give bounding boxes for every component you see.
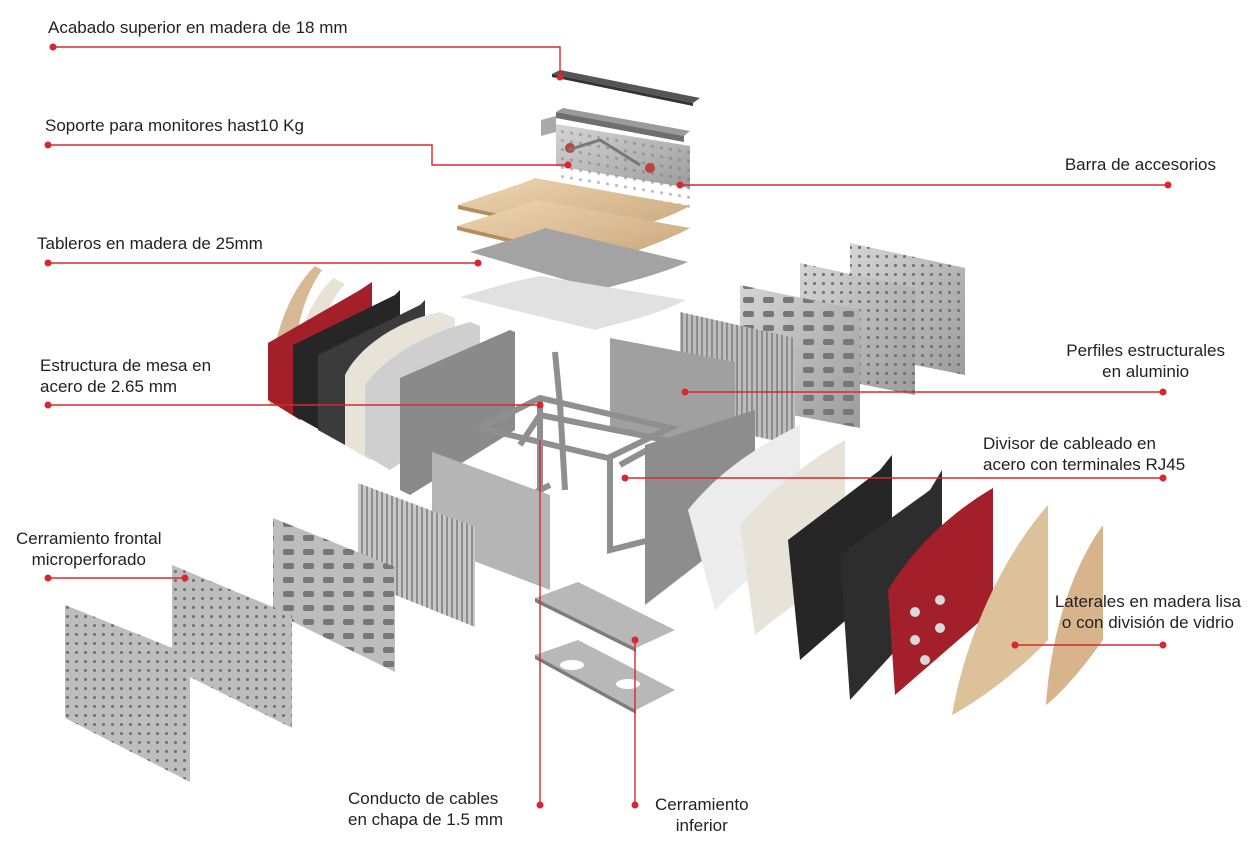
label-front: Cerramiento frontal microperforado: [16, 528, 162, 570]
label-duct: Conducto de cables en chapa de 1.5 mm: [348, 788, 503, 830]
label-structure-line1: Estructura de mesa en: [40, 356, 212, 375]
label-bottom-line1: Cerramiento: [655, 795, 749, 814]
callout-leaders: [48, 46, 1168, 805]
label-bottom: Cerramiento inferior: [655, 794, 749, 836]
right-side-panels: [688, 425, 1103, 715]
label-accessory-bar: Barra de accesorios: [1064, 155, 1216, 174]
callout-dots: [44, 43, 1172, 809]
front-enclosures: [65, 483, 475, 782]
label-duct-line1: Conducto de cables: [348, 789, 499, 808]
label-sides: Laterales en madera lisa o con división …: [1055, 591, 1241, 633]
left-side-panels: [268, 266, 515, 495]
label-divider-line2: acero con terminales RJ45: [983, 455, 1186, 474]
label-bottom-line2: inferior: [675, 816, 728, 835]
label-monitor-support: Soporte para monitores hast10 Kg: [45, 116, 304, 135]
label-structure-line2: acero de 2.65 mm: [40, 377, 178, 396]
label-top-finish: Acabado superior en madera de 18 mm: [48, 18, 348, 37]
label-profiles-line1: Perfiles estructurales: [1066, 341, 1225, 360]
leader-top-finish: [53, 46, 561, 77]
label-sides-line1: Laterales en madera lisa: [1054, 592, 1241, 611]
label-sides-line2: o con división de vidrio: [1061, 613, 1234, 632]
label-duct-line2: en chapa de 1.5 mm: [348, 810, 503, 829]
label-boards: Tableros en madera de 25mm: [37, 234, 263, 253]
label-front-line1: Cerramiento frontal: [16, 529, 162, 548]
label-profiles: Perfiles estructurales en aluminio: [1066, 340, 1225, 382]
wood-boards: [457, 178, 690, 330]
label-divider: Divisor de cableado en acero con termina…: [983, 433, 1185, 475]
back-perforated-panels: [610, 243, 965, 455]
leader-monitor-support: [48, 144, 568, 166]
label-profiles-line2: en aluminio: [1102, 362, 1190, 381]
label-divider-line1: Divisor de cableado en: [983, 434, 1156, 453]
label-structure: Estructura de mesa en acero de 2.65 mm: [40, 355, 211, 397]
top-finish-strip: [552, 70, 700, 106]
label-front-line2: microperforado: [31, 550, 146, 569]
bottom-plates: [535, 582, 675, 714]
